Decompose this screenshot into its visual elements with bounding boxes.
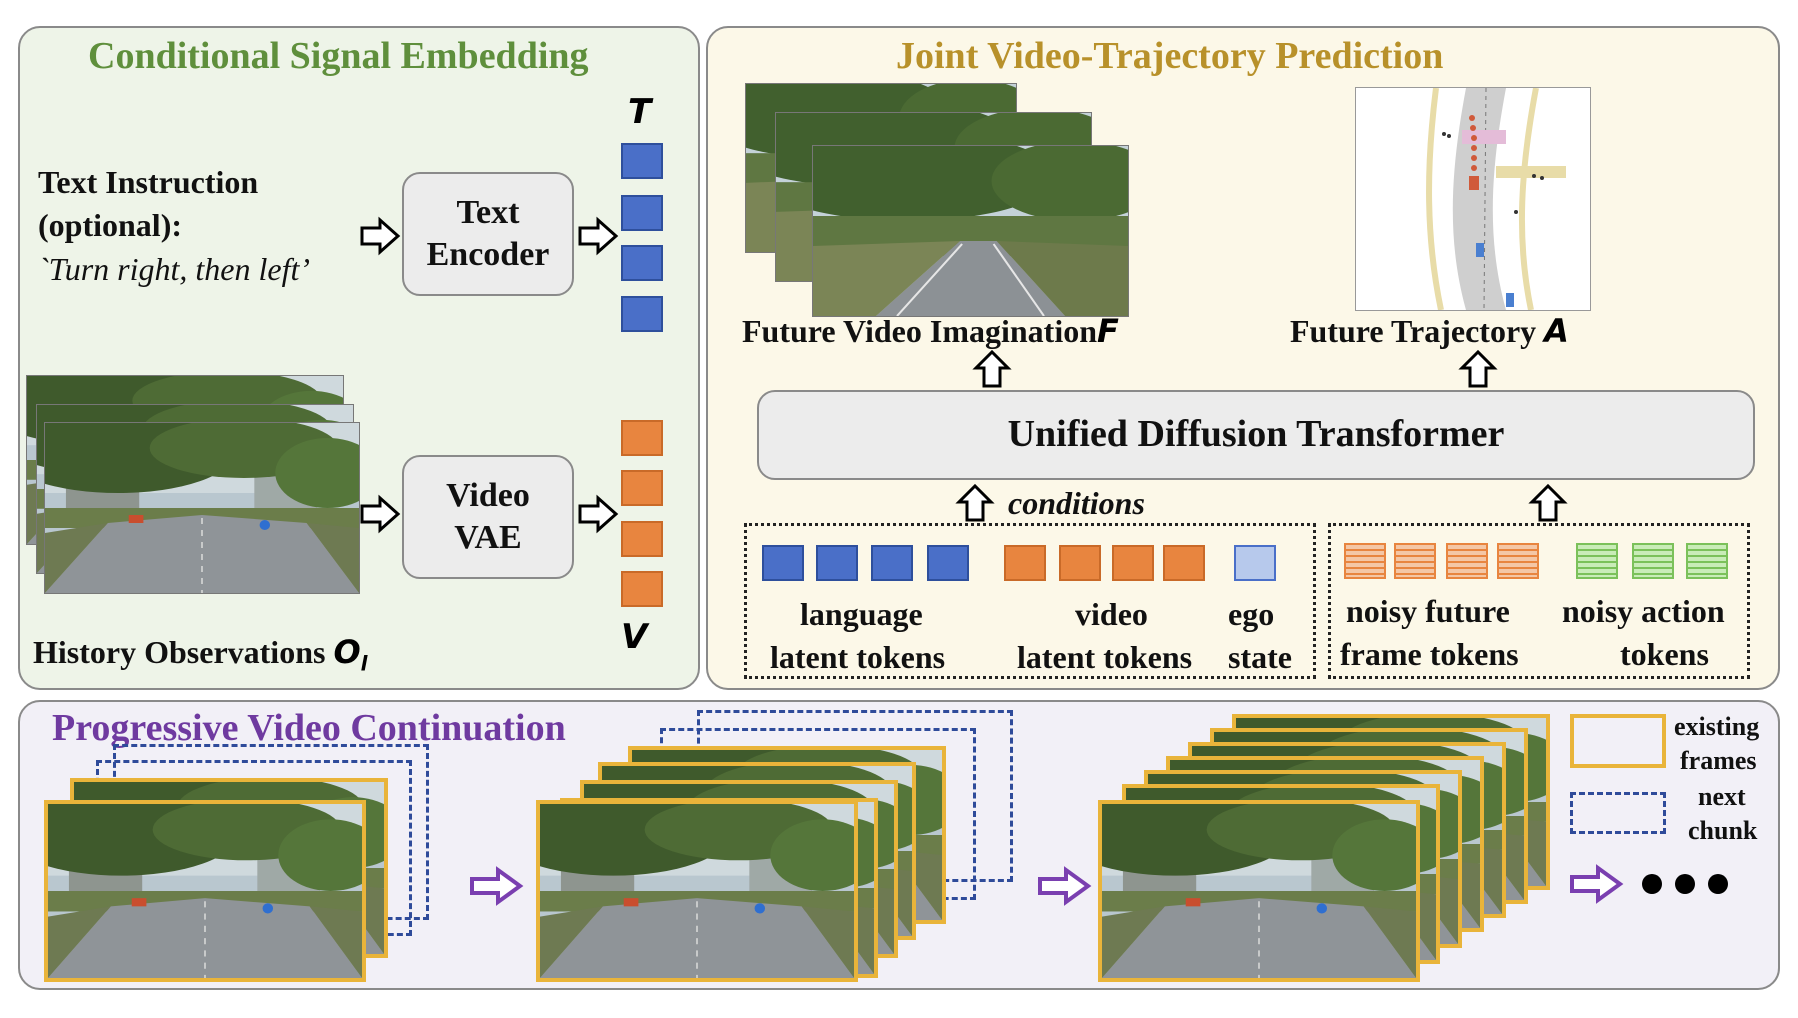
noisy-action-token [1576, 543, 1618, 579]
future-trajectory-label: Future Trajectory A [1290, 312, 1569, 350]
video-latent-token [1163, 545, 1205, 581]
hollow-arrow-up-icon [972, 349, 1012, 388]
noisy-action-label-1: noisy action [1562, 593, 1725, 629]
video-token [621, 571, 663, 607]
noisy-frame-token [1497, 543, 1539, 579]
existing-frame-front [1098, 800, 1420, 982]
future-trajectory-map [1355, 87, 1591, 311]
language-token [816, 545, 858, 581]
existing-frame-front [44, 800, 366, 982]
text-instruction-label: Text Instruction [38, 164, 259, 200]
text-token [621, 143, 663, 179]
noisy-frame-label-1: noisy future [1346, 593, 1510, 629]
language-token [762, 545, 804, 581]
unified-diffusion-transformer-box: Unified Diffusion Transformer [757, 390, 1755, 480]
hollow-arrow-right-icon [360, 494, 401, 534]
hollow-arrow-right-icon [578, 494, 619, 534]
noisy-action-token [1686, 543, 1728, 579]
noisy-frame-token [1446, 543, 1488, 579]
future-video-label: Future Video ImaginationF [742, 312, 1119, 350]
noisy-frame-label-2: frame tokens [1340, 636, 1519, 672]
hollow-arrow-up-icon [1528, 483, 1568, 522]
language-token [927, 545, 969, 581]
noisy-frame-token [1344, 543, 1386, 579]
text-token [621, 245, 663, 281]
video-token-symbol: V [621, 617, 648, 657]
video-token [621, 470, 663, 506]
noisy-frame-token [1394, 543, 1436, 579]
video-latent-token [1112, 545, 1154, 581]
ego-label-2: state [1228, 639, 1292, 675]
purple-arrow-right-icon [1570, 864, 1624, 904]
video-latent-token [1004, 545, 1046, 581]
hollow-arrow-right-icon [578, 216, 619, 256]
legend-existing-label-2: frames [1680, 746, 1757, 775]
panel-title-prediction: Joint Video-Trajectory Prediction [896, 35, 1444, 77]
ego-state-token [1234, 545, 1276, 581]
language-token [871, 545, 913, 581]
video-latent-token [1059, 545, 1101, 581]
legend-existing-swatch [1570, 714, 1666, 768]
panel-title-continuation: Progressive Video Continuation [52, 707, 566, 749]
text-token-symbol: T [628, 92, 652, 132]
legend-next-label-2: chunk [1688, 816, 1758, 845]
language-tokens-label-2: latent tokens [770, 639, 946, 675]
hollow-arrow-right-icon [360, 216, 401, 256]
noisy-action-token [1632, 543, 1674, 579]
conditions-group [744, 523, 1316, 679]
history-frame-front [44, 422, 360, 594]
video-token [621, 420, 663, 456]
legend-existing-label-1: existing [1674, 712, 1760, 741]
purple-arrow-right-icon [1038, 866, 1092, 906]
text-token [621, 296, 663, 332]
existing-frame-front [536, 800, 858, 982]
history-observations-label: History Observations Ol [33, 633, 368, 676]
text-instruction-example: `Turn right, then left’ [38, 251, 310, 287]
panel-title-embedding: Conditional Signal Embedding [88, 35, 589, 77]
video-tokens-label-2: latent tokens [1017, 639, 1193, 675]
legend-next-label-1: next [1698, 782, 1746, 811]
hollow-arrow-up-icon [1458, 349, 1498, 388]
ego-label-1: ego [1228, 596, 1275, 632]
conditions-label: conditions [1008, 485, 1145, 521]
purple-arrow-right-icon [470, 866, 524, 906]
legend-next-swatch [1570, 792, 1666, 834]
text-instruction-optional: (optional): [38, 207, 182, 243]
text-token [621, 195, 663, 231]
video-tokens-label-1: video [1075, 596, 1148, 632]
video-token [621, 521, 663, 557]
future-video-frame-front [812, 145, 1129, 317]
noisy-tokens-group [1328, 523, 1750, 679]
hollow-arrow-up-icon [955, 483, 995, 522]
ellipsis-icon [1642, 874, 1728, 894]
noisy-action-label-2: tokens [1620, 636, 1709, 672]
language-tokens-label-1: language [800, 596, 923, 632]
